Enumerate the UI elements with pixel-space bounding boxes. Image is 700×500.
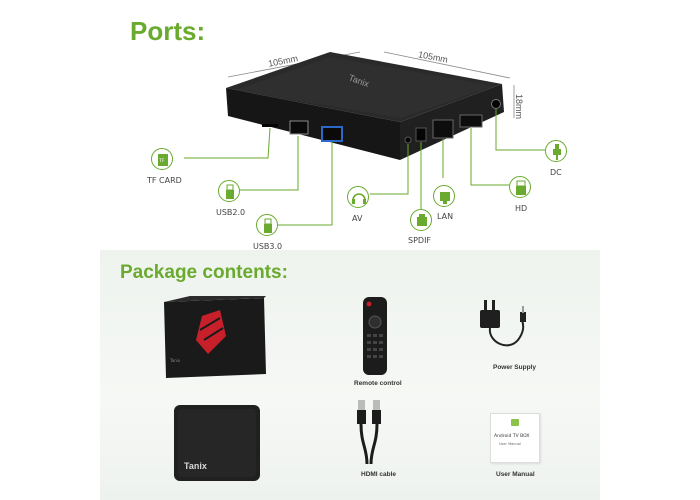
usb2-port: [289, 120, 309, 135]
power-supply-image: [480, 300, 526, 347]
device-brand-text: Tanix: [184, 461, 207, 471]
svg-text:Tanix: Tanix: [169, 358, 181, 363]
headphones-icon: [347, 186, 369, 208]
usb3-label: USB3.0: [253, 242, 283, 251]
device-front: [226, 88, 400, 160]
manual-title: Android TV BOX: [494, 434, 530, 439]
usb3-port: [321, 126, 343, 142]
hdmi-cable-caption: HDMI cable: [361, 471, 397, 478]
usb2-label: USB2.0: [216, 208, 246, 217]
dc-port: [491, 99, 501, 109]
lan-icon: [433, 185, 455, 207]
leader-tf: [184, 127, 271, 159]
ports-title: Ports:: [130, 16, 206, 46]
power-supply-caption: Power Supply: [493, 364, 536, 371]
hdmi-cable-image: [357, 400, 381, 465]
retail-box-image: Tanix: [164, 296, 266, 378]
usb2-icon: [218, 180, 240, 202]
package-title: Package contents:: [120, 262, 288, 283]
ports-diagram: Tanix: [184, 51, 545, 226]
svg-text:TF: TF: [158, 158, 165, 164]
hdmi-port: [459, 114, 483, 128]
user-manual-caption: User Manual: [496, 471, 535, 478]
leader-usb2: [240, 136, 299, 191]
manual-subtitle: User Manual: [499, 442, 521, 446]
hdmi-icon: [509, 176, 531, 198]
leader-av: [370, 144, 409, 195]
spdif-icon: [410, 209, 432, 231]
dc-plug-icon: [545, 140, 567, 162]
remote-control-image: [363, 297, 387, 375]
android-logo-icon: [511, 419, 519, 426]
usb3-icon: [256, 214, 278, 236]
spdif-label: SPDIF: [408, 236, 432, 245]
tf-card-label: TF CARD: [147, 176, 182, 185]
tv-box-device-image: Tanix: [174, 405, 260, 481]
remote-caption: Remote control: [354, 380, 402, 387]
leader-usb3: [278, 142, 333, 226]
dim-line-depth: [383, 51, 511, 79]
av-port: [404, 136, 412, 144]
spdif-port: [415, 127, 427, 142]
hd-label: HD: [515, 204, 528, 213]
tf-card-icon: TF: [151, 148, 173, 170]
tf-slot: [262, 124, 278, 127]
dimension-height: 18mm: [514, 94, 524, 120]
av-label: AV: [352, 214, 363, 223]
dc-label: DC: [550, 168, 562, 177]
leader-dc: [495, 109, 545, 151]
lan-port: [432, 119, 454, 139]
leader-hd: [470, 128, 509, 186]
lan-label: LAN: [437, 212, 454, 221]
user-manual-image: Android TV BOX User Manual: [490, 413, 540, 463]
